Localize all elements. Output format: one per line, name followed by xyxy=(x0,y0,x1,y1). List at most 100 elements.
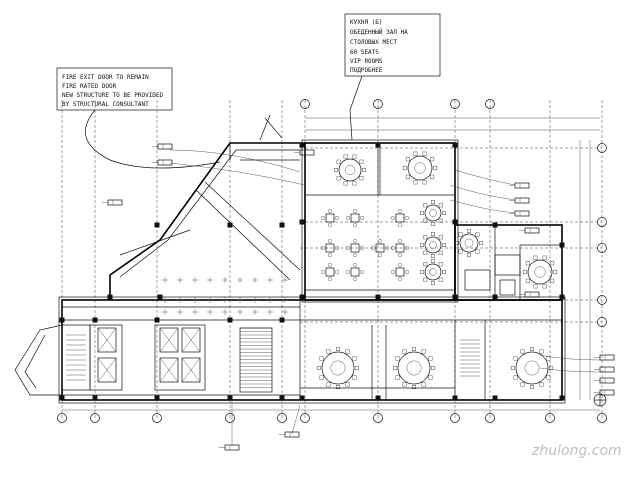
round-table xyxy=(511,347,554,390)
square-table xyxy=(391,238,410,257)
table-top xyxy=(527,259,553,285)
elevator-cross xyxy=(97,327,117,353)
tag-marker xyxy=(594,389,615,396)
dimension-lines xyxy=(62,117,600,411)
column xyxy=(299,142,305,148)
chair xyxy=(319,356,324,361)
chair xyxy=(458,249,463,254)
callout-left-line-4: BY STRUCTURAL CONSULTANT xyxy=(62,101,149,108)
bottom-rooms xyxy=(61,300,562,400)
chair xyxy=(525,261,530,266)
callout-top-line-6: ПОДРОБНЕЕ xyxy=(350,67,383,74)
structural-columns xyxy=(59,142,565,401)
tag-box xyxy=(524,227,540,234)
chair xyxy=(328,238,333,243)
chair xyxy=(378,238,383,243)
chair xyxy=(413,180,418,185)
chair xyxy=(360,245,365,250)
chair xyxy=(421,349,426,354)
chair xyxy=(549,366,554,371)
chair xyxy=(402,349,407,354)
elevator-cross xyxy=(159,357,179,383)
chair xyxy=(513,356,518,361)
chair xyxy=(353,238,358,243)
table-top xyxy=(350,213,360,223)
chair xyxy=(328,208,333,213)
chair xyxy=(326,382,331,387)
chair xyxy=(438,218,443,223)
tag-marker xyxy=(219,444,240,451)
chair xyxy=(353,252,358,257)
chair xyxy=(550,261,555,266)
tag-marker xyxy=(102,199,123,206)
square-table xyxy=(346,238,365,257)
grid-bubble xyxy=(373,413,383,423)
chair xyxy=(442,210,447,215)
grid-bubble xyxy=(450,413,460,423)
square-table xyxy=(321,208,340,227)
callout-top-line-3: СТОЛОВЫХ МЕСТ xyxy=(350,39,397,46)
chair xyxy=(405,270,410,275)
lazy-susan xyxy=(429,209,437,217)
lazy-susan xyxy=(429,241,437,249)
column xyxy=(375,395,381,401)
grid-bubble xyxy=(300,99,310,109)
chair xyxy=(438,203,443,208)
column xyxy=(559,242,565,248)
tag-marker xyxy=(519,291,540,298)
chair xyxy=(533,255,538,260)
column xyxy=(279,317,285,323)
chair xyxy=(346,245,351,250)
column xyxy=(299,395,305,401)
table-top xyxy=(325,243,335,253)
grid-bubble xyxy=(597,143,607,153)
chair xyxy=(431,366,436,371)
table-top xyxy=(325,267,335,277)
chair xyxy=(421,382,426,387)
column xyxy=(227,395,233,401)
chair xyxy=(336,176,341,181)
chair xyxy=(428,356,433,361)
callout-top-line-4: 60 SEATS xyxy=(350,49,379,56)
chair xyxy=(353,263,358,268)
round-table xyxy=(420,259,447,286)
table-top xyxy=(397,351,431,385)
chair xyxy=(423,250,428,255)
square-table xyxy=(321,238,340,257)
callout-left-line-3: NEW STRUCTURE TO BE PROVIDED xyxy=(62,92,164,99)
chair xyxy=(430,174,435,179)
column xyxy=(299,219,305,225)
grid-bubble xyxy=(90,413,100,423)
chair xyxy=(438,277,443,282)
round-table xyxy=(334,154,367,186)
round-table xyxy=(523,255,558,289)
chair xyxy=(398,252,403,257)
square-table xyxy=(346,263,365,282)
chair xyxy=(345,349,350,354)
chair xyxy=(542,255,547,260)
chair xyxy=(467,228,472,233)
chair xyxy=(352,181,357,186)
chair xyxy=(431,253,436,258)
tag-box xyxy=(224,444,240,451)
chair xyxy=(352,375,357,380)
tag-box xyxy=(514,210,530,217)
chair xyxy=(458,232,463,237)
lazy-susan xyxy=(414,162,426,174)
chair xyxy=(328,252,333,257)
chair xyxy=(479,240,484,245)
chair xyxy=(423,262,428,267)
tag-marker xyxy=(279,431,300,438)
tag-marker xyxy=(509,197,530,204)
chair xyxy=(438,250,443,255)
tag-box xyxy=(514,182,530,189)
chair xyxy=(405,215,410,220)
leader-lines xyxy=(169,149,601,445)
chair xyxy=(442,270,447,275)
column xyxy=(279,222,285,228)
chair xyxy=(420,270,425,275)
chair xyxy=(398,277,403,282)
chair xyxy=(539,382,544,387)
chair xyxy=(533,284,538,289)
column xyxy=(279,395,285,401)
